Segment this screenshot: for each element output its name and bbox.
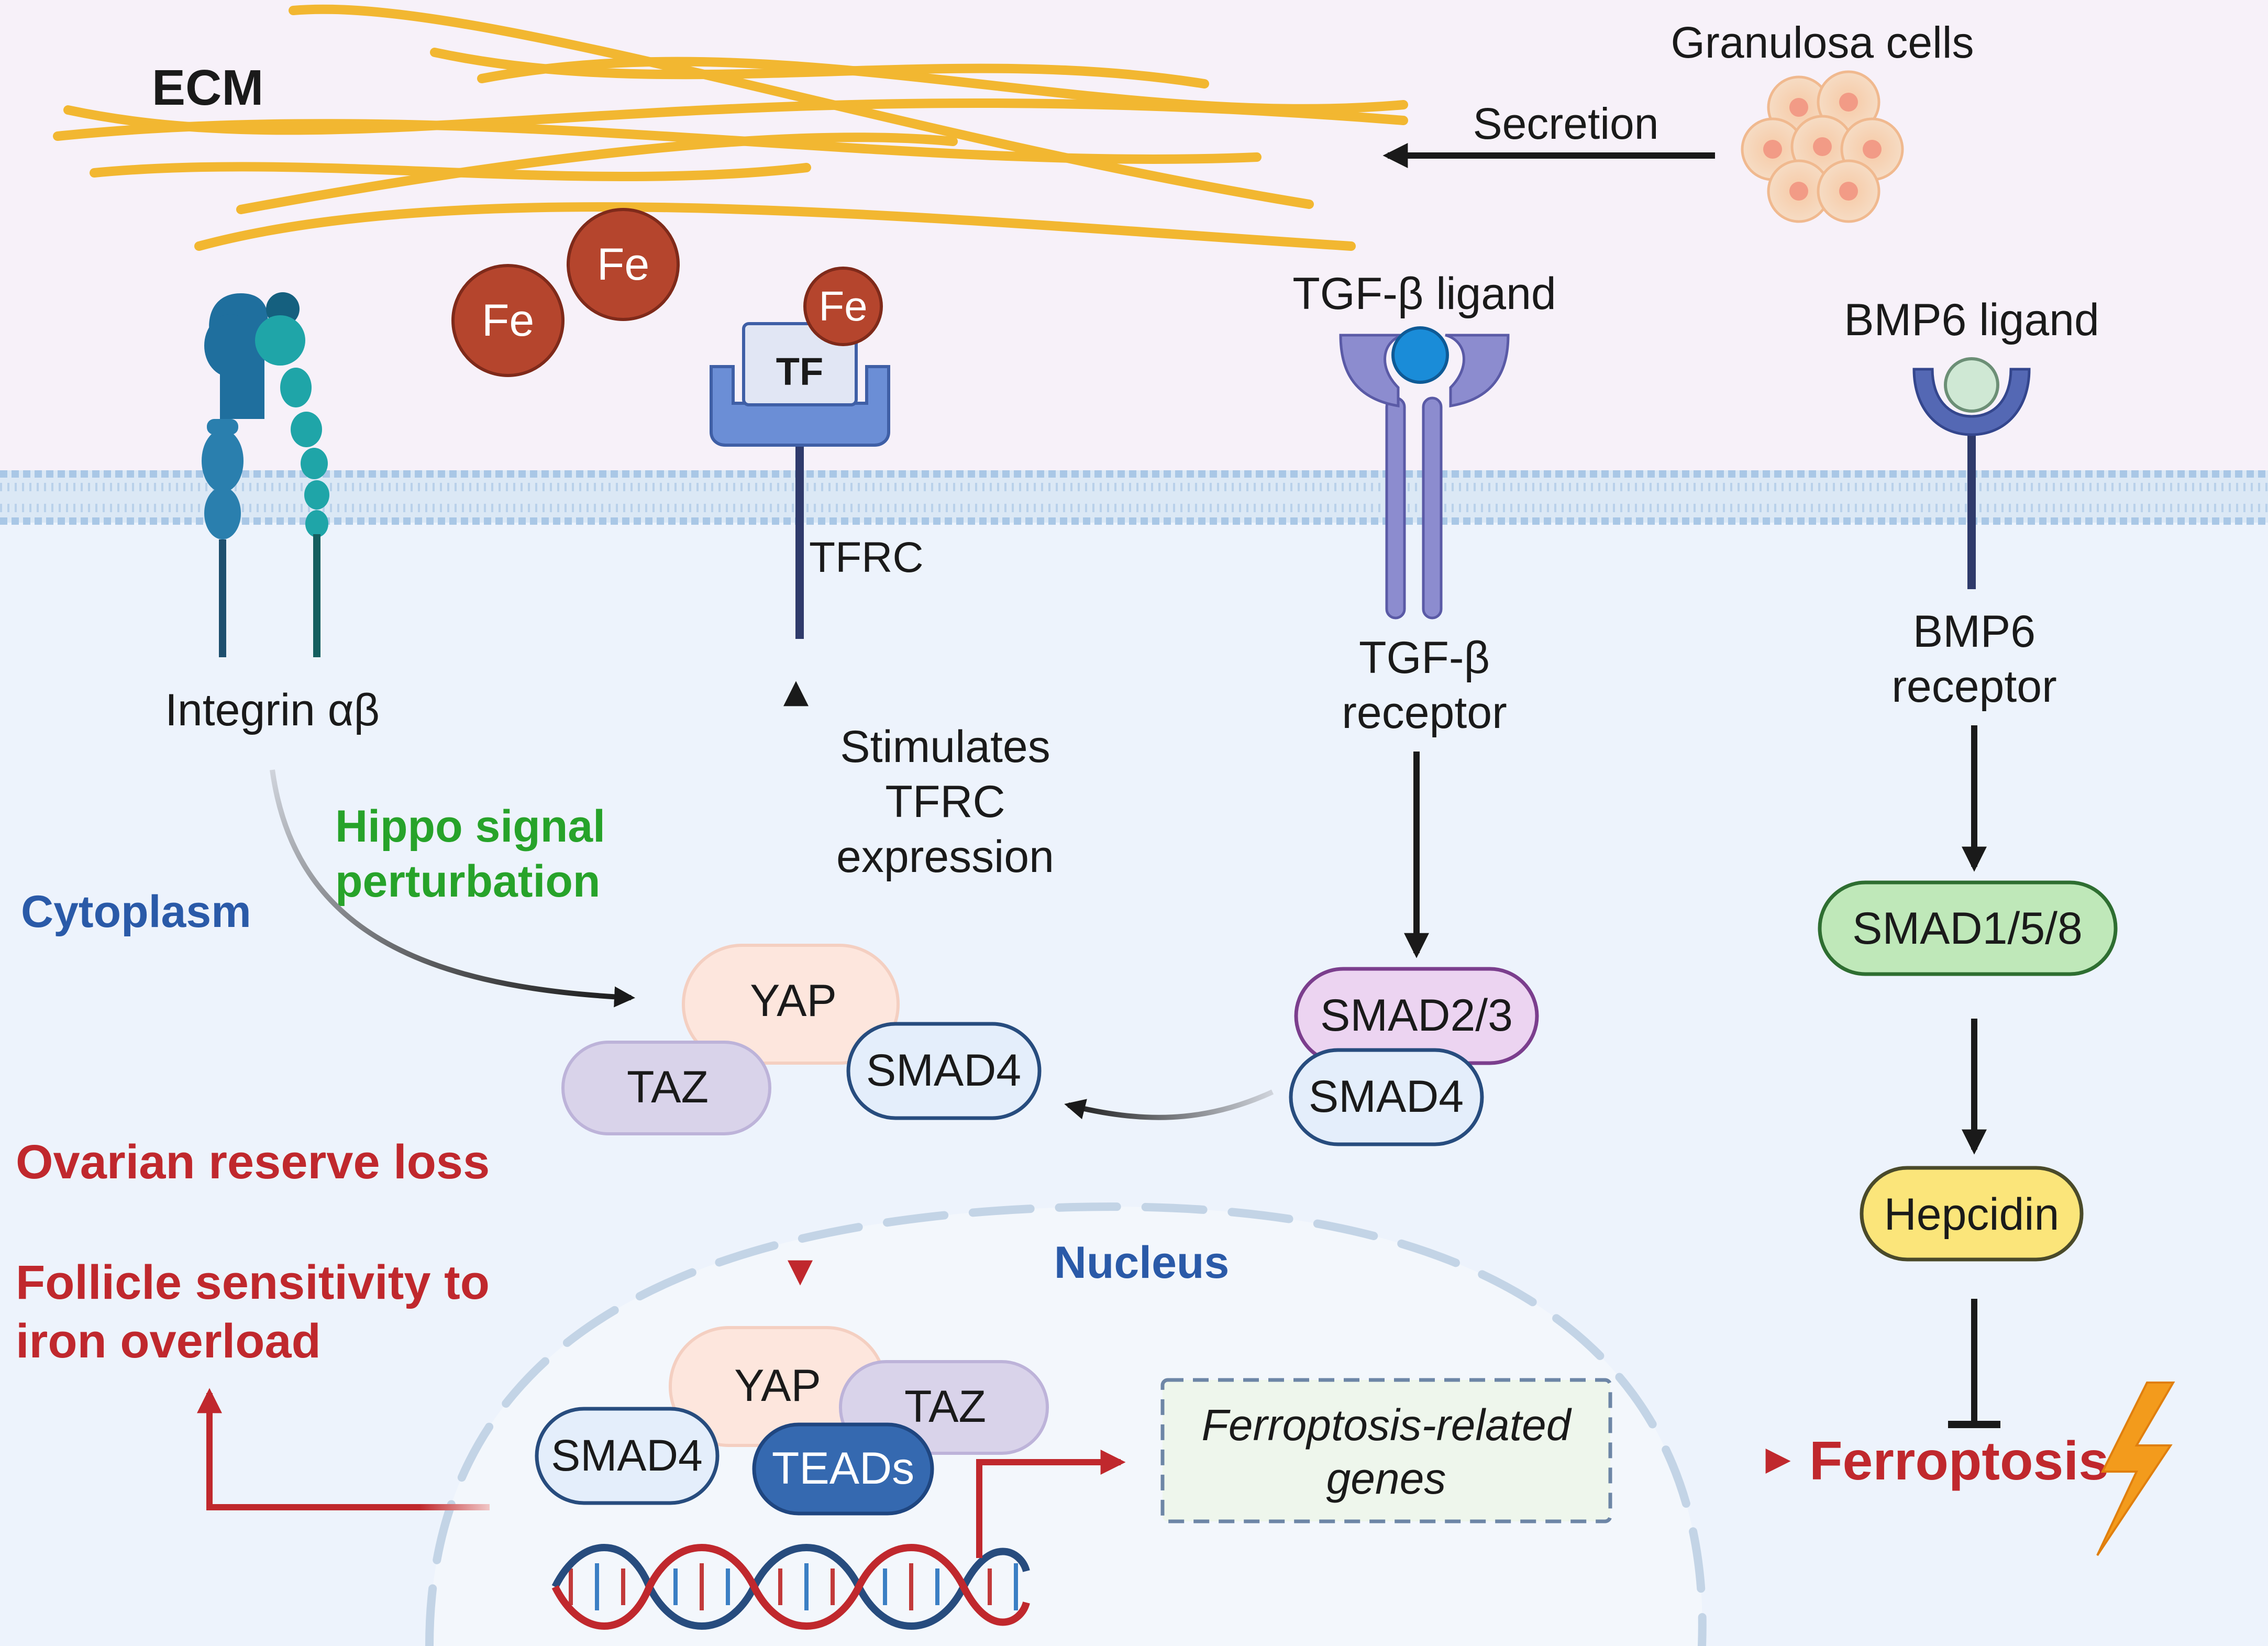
stimulates-label-1: Stimulates bbox=[840, 722, 1050, 772]
smad158-box bbox=[1818, 880, 2118, 976]
bmp6-ligand-icon bbox=[1944, 357, 1999, 413]
hepcidin-label: Hepcidin bbox=[1884, 1189, 2060, 1240]
taz-cytoplasm-label: TAZ bbox=[627, 1062, 709, 1112]
tgf-ligand-label: TGF-β ligand bbox=[1292, 269, 1556, 319]
integrin-label: Integrin αβ bbox=[165, 685, 380, 735]
nucleus bbox=[425, 1202, 1707, 1646]
smad4-cytoplasm bbox=[846, 1022, 1042, 1120]
stimulates-label-2: TFRC bbox=[885, 777, 1005, 827]
smad4-tgf-box bbox=[1289, 1048, 1484, 1146]
smad4-nucleus-label: SMAD4 bbox=[551, 1431, 702, 1480]
bmp6-receptor-label-1: BMP6 bbox=[1913, 606, 2035, 657]
teads-box bbox=[752, 1422, 934, 1516]
hippo-arrow bbox=[270, 769, 635, 1008]
tgf-receptor-label-2: receptor bbox=[1342, 688, 1507, 738]
nuclear-complex: YAP TAZ SMAD4 TEADs bbox=[535, 1326, 1049, 1516]
ferroptosis-genes-label-2: genes bbox=[1326, 1454, 1446, 1503]
iron-label-2: Fe bbox=[482, 295, 534, 346]
ecm-fibers bbox=[53, 4, 1408, 251]
smad23-complex: SMAD2/3 SMAD4 bbox=[1289, 967, 1539, 1146]
cytoplasm-complex: YAP TAZ SMAD4 bbox=[561, 944, 1042, 1135]
ferroptosis-genes-box bbox=[1160, 1378, 1612, 1523]
smad4-cytoplasm-label: SMAD4 bbox=[866, 1045, 1021, 1096]
lightning-icon bbox=[2096, 1382, 2175, 1556]
yap-cytoplasm-label: YAP bbox=[750, 976, 837, 1026]
integrin-icon bbox=[202, 292, 329, 657]
smad158-label: SMAD1/5/8 bbox=[1852, 903, 2083, 954]
hippo-label-2: perturbation bbox=[335, 856, 600, 907]
hippo-label-1: Hippo signal bbox=[335, 801, 605, 852]
nucleus-label: Nucleus bbox=[1054, 1238, 1230, 1288]
iron-ion-bound bbox=[803, 267, 883, 346]
secretion-label: Secretion bbox=[1473, 99, 1659, 148]
transferrin-receptor-icon: TF Fe bbox=[710, 267, 890, 639]
smad4-tgf-label: SMAD4 bbox=[1309, 1071, 1464, 1122]
tgf-receptor-label-1: TGF-β bbox=[1359, 633, 1490, 683]
taz-cytoplasm bbox=[561, 1041, 771, 1135]
bmp6-ligand-label: BMP6 ligand bbox=[1844, 295, 2099, 345]
tgf-receptor-icon bbox=[1339, 326, 1510, 620]
transcription-arrow bbox=[976, 1450, 1126, 1558]
cell-membrane bbox=[0, 470, 2268, 525]
tfrc-label: TFRC bbox=[809, 534, 924, 581]
follicle-sensitivity-label-2: iron overload bbox=[16, 1314, 321, 1368]
granulosa-cells-label: Granulosa cells bbox=[1671, 18, 1974, 67]
transferrin-label: TF bbox=[776, 350, 823, 393]
smad4-nucleus bbox=[535, 1407, 720, 1505]
cytoplasm-label: Cytoplasm bbox=[21, 887, 251, 937]
granulosa-nuclei bbox=[1763, 93, 1882, 201]
yap-cytoplasm bbox=[682, 944, 900, 1065]
ferroptosis-label: Ferroptosis bbox=[1809, 1431, 2109, 1492]
iron-ion-1: Fe bbox=[567, 208, 680, 321]
smad-to-complex-arrow bbox=[1064, 1089, 1274, 1120]
stimulates-label-3: expression bbox=[836, 832, 1054, 882]
ovarian-reserve-label: Ovarian reserve loss bbox=[16, 1135, 490, 1189]
nucleus-to-outcome-arrow bbox=[197, 1388, 490, 1510]
ecm-label: ECM bbox=[152, 60, 263, 116]
iron-ion-2: Fe bbox=[451, 264, 565, 377]
hepcidin-box bbox=[1860, 1166, 2084, 1262]
ferroptosis-genes-label-1: Ferroptosis-related bbox=[1202, 1400, 1572, 1450]
transferrin-box bbox=[742, 322, 858, 406]
yap-nucleus-label: YAP bbox=[734, 1361, 821, 1411]
teads-label: TEADs bbox=[772, 1443, 914, 1494]
smad23-label: SMAD2/3 bbox=[1320, 990, 1513, 1041]
bmp6-receptor-icon bbox=[1912, 357, 2031, 589]
iron-label-bound: Fe bbox=[818, 283, 867, 329]
bmp6-receptor-label-2: receptor bbox=[1891, 661, 2057, 712]
follicle-sensitivity-label-1: Follicle sensitivity to bbox=[16, 1256, 490, 1309]
tgf-ligand-icon bbox=[1391, 326, 1449, 384]
extracellular-background bbox=[0, 0, 2268, 487]
iron-label-1: Fe bbox=[597, 239, 649, 290]
dna-helix-icon bbox=[551, 1544, 1030, 1630]
taz-nucleus-label: TAZ bbox=[904, 1382, 986, 1432]
